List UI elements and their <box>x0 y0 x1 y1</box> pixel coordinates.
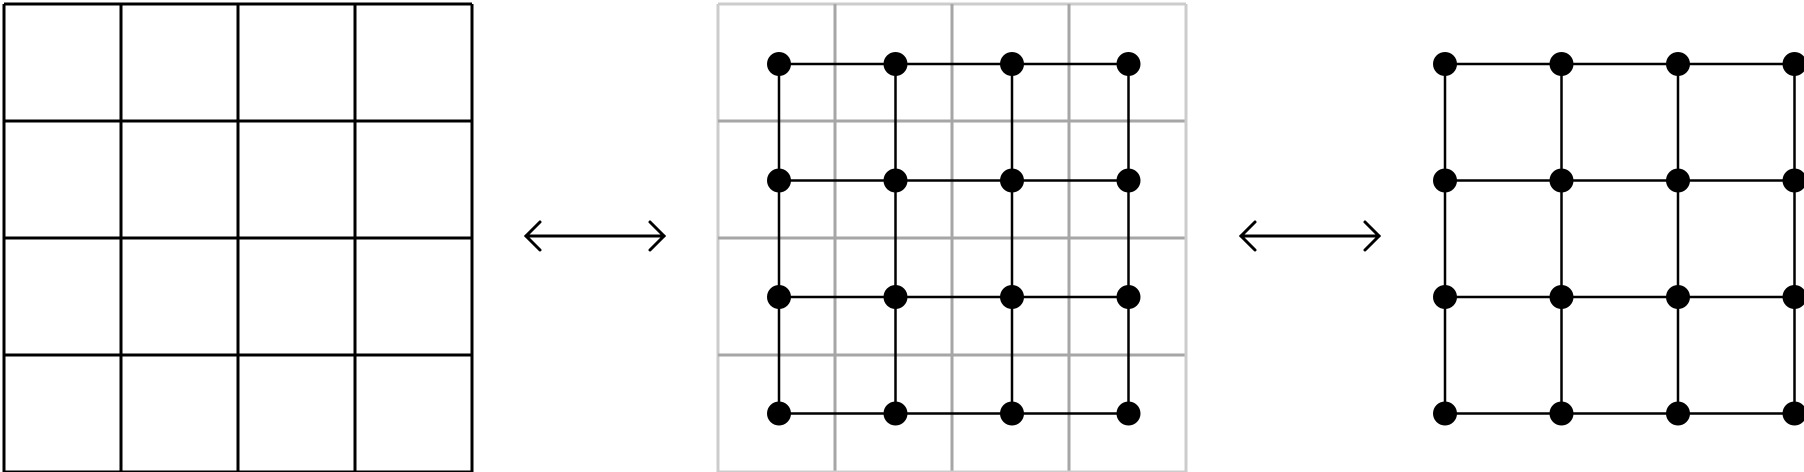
graph-node <box>1000 401 1024 426</box>
graph-node <box>767 52 791 76</box>
graph-node <box>883 52 908 76</box>
graph-node <box>1782 52 1804 76</box>
graph-node <box>1433 285 1457 309</box>
arrow-head-right <box>1363 220 1382 252</box>
graph-node <box>1782 401 1804 426</box>
graph-node <box>1433 52 1457 76</box>
graph-node <box>1666 401 1690 426</box>
grid-with-dual-graph-panel <box>716 2 1188 472</box>
graph-node <box>1433 168 1457 193</box>
graph-node <box>1666 168 1690 193</box>
graph-node <box>1000 168 1024 193</box>
arrow-head-left <box>1238 220 1257 252</box>
graph-node <box>1116 401 1141 426</box>
graph-node <box>1549 401 1574 426</box>
graph-node <box>1433 401 1457 426</box>
graph-node <box>1782 285 1804 309</box>
graph-node <box>767 168 791 193</box>
graph-node <box>1666 52 1690 76</box>
double-arrow-right <box>1238 220 1382 252</box>
double-arrow-left <box>523 220 667 252</box>
graph-node <box>883 285 908 309</box>
graph-node <box>883 401 908 426</box>
graph-node <box>1666 285 1690 309</box>
graph-node <box>1549 52 1574 76</box>
graph-node <box>1000 52 1024 76</box>
graph-node <box>1116 285 1141 309</box>
arrow-head-left <box>523 220 542 252</box>
square-grid-panel <box>2 2 474 472</box>
graph-node <box>767 401 791 426</box>
arrow-head-right <box>648 220 667 252</box>
graph-node <box>1549 285 1574 309</box>
graph-node <box>1549 168 1574 193</box>
graph-node <box>883 168 908 193</box>
graph-node <box>1000 285 1024 309</box>
graph-node <box>767 285 791 309</box>
graph-node <box>1782 168 1804 193</box>
graph-node <box>1116 52 1141 76</box>
graph-node <box>1116 168 1141 193</box>
lattice-graph-panel <box>1433 52 1804 426</box>
